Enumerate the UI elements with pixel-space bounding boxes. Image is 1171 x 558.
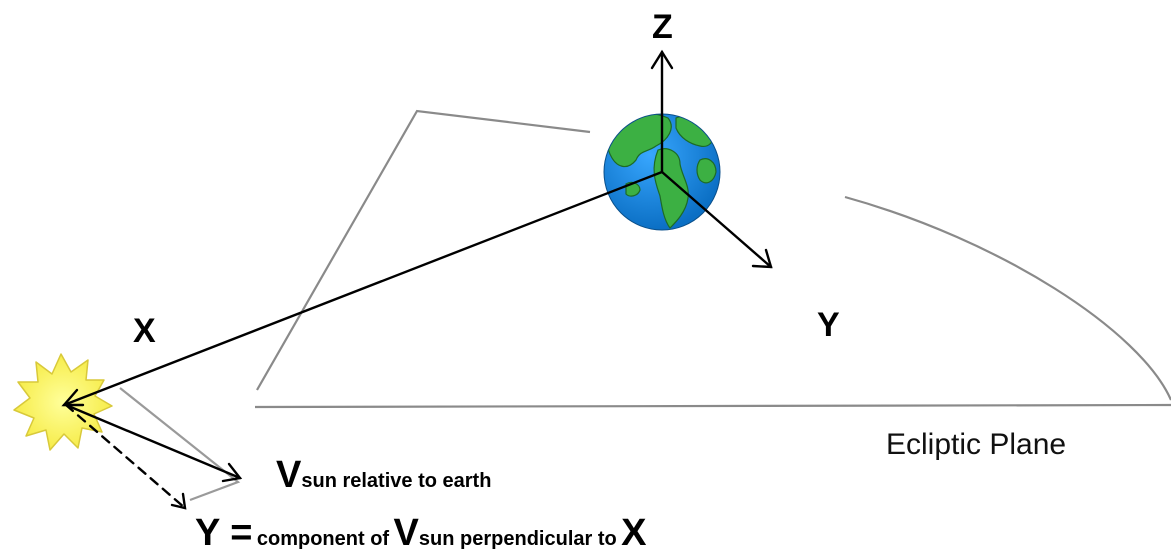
ecliptic-plane-outline xyxy=(119,109,1171,502)
perpendicular-component-arrow xyxy=(64,403,187,510)
v-sun-arrow xyxy=(64,403,242,480)
y-axis-arrow xyxy=(660,170,773,269)
z-axis-label: Z xyxy=(652,8,673,46)
equation-v-subscript: sun perpendicular to xyxy=(418,528,617,550)
vector-projection-edge xyxy=(119,387,241,502)
equation-lhs: Y = xyxy=(195,512,253,554)
velocity-symbol: V xyxy=(276,454,302,496)
plane-front-edge xyxy=(254,403,1171,409)
x-axis-arrow xyxy=(62,170,664,407)
plane-right-curve xyxy=(844,195,1171,401)
sun-icon xyxy=(13,353,113,451)
z-arrowhead xyxy=(650,49,674,70)
y-axis-label: Y xyxy=(817,306,840,344)
x-axis-label: X xyxy=(133,312,156,350)
velocity-label: Vsun relative to earth xyxy=(276,454,491,497)
velocity-subscript: sun relative to earth xyxy=(301,470,492,492)
ecliptic-plane-label: Ecliptic Plane xyxy=(886,428,1067,461)
x-arrowhead xyxy=(61,388,85,407)
plane-left-edge xyxy=(256,109,591,391)
perpendicular-equation: Y = component of Vsun perpendicular to X xyxy=(195,512,647,555)
v-sun-arrowhead xyxy=(221,462,243,483)
y-arrowhead xyxy=(751,248,773,269)
equation-v: V xyxy=(393,512,419,554)
axis-arrows xyxy=(61,49,773,510)
equation-part1: component of xyxy=(256,528,390,550)
equation-x: X xyxy=(621,512,647,554)
perpendicular-arrowhead xyxy=(170,492,187,510)
